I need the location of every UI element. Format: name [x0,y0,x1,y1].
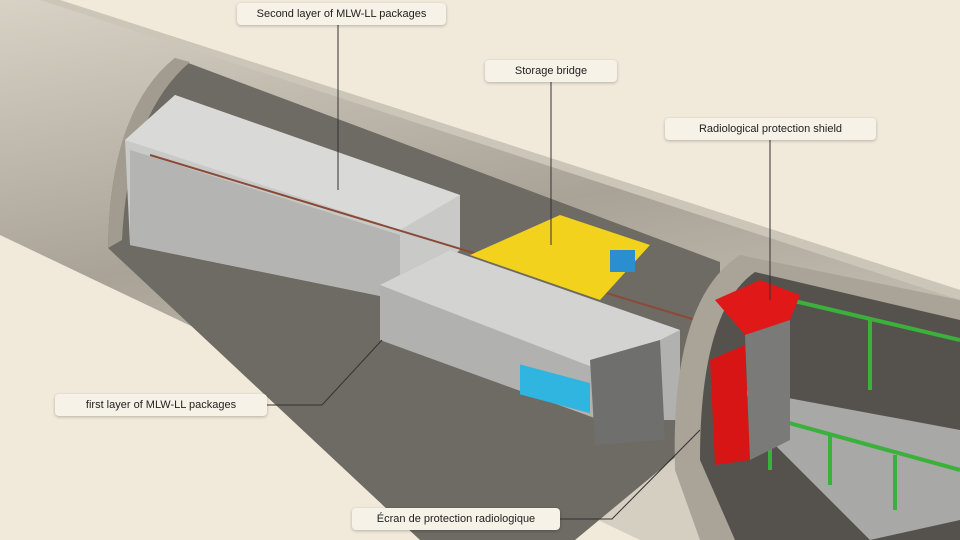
storage-bridge [470,215,650,414]
label-ecran-protection: Écran de protection radiologique [352,508,560,530]
label-first-layer: first layer of MLW-LL packages [55,394,267,416]
label-storage-bridge: Storage bridge [485,60,617,82]
tunnel-top-edge [40,0,960,300]
radiological-protection-shield [710,280,800,465]
cavity-lining [108,58,190,248]
label-radiological-shield: Radiological protection shield [665,118,876,140]
first-layer-packages [380,250,680,445]
label-second-layer: Second layer of MLW-LL packages [237,3,446,25]
leader-lines [267,25,771,520]
